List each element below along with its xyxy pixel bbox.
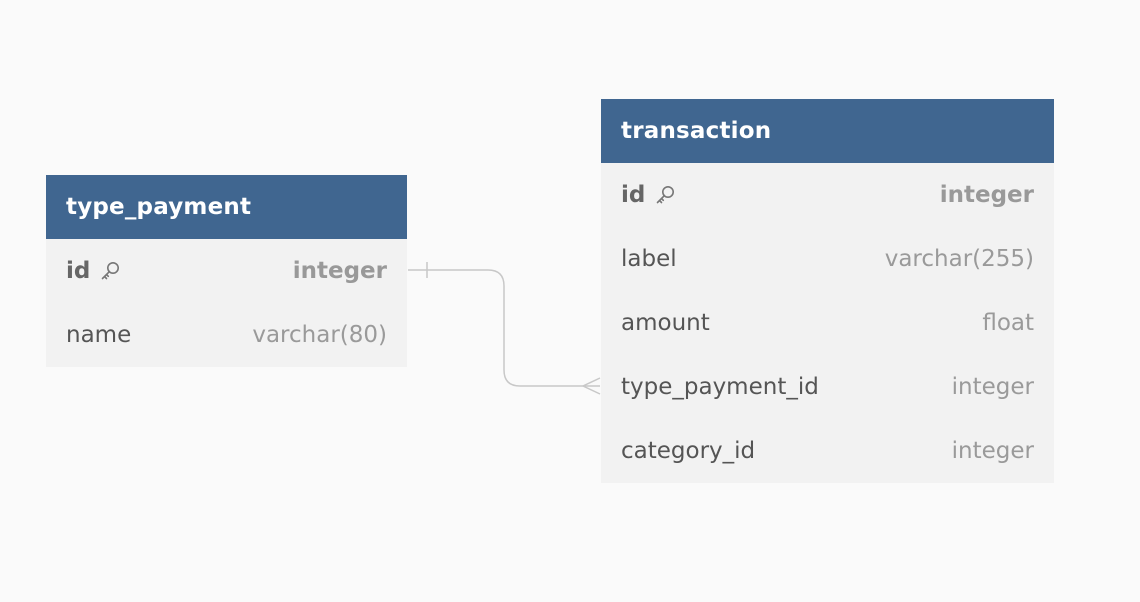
column-name: amount <box>621 310 710 336</box>
column-type: integer <box>951 438 1034 464</box>
table-type-payment[interactable]: type_payment id integer name varchar(80) <box>46 175 407 367</box>
table-transaction[interactable]: transaction id integer label varchar(255… <box>601 99 1054 483</box>
column-name: label <box>621 246 677 272</box>
column-type: integer <box>939 182 1034 208</box>
column-name: name <box>66 322 132 348</box>
key-icon <box>99 260 121 282</box>
column-row-label[interactable]: label varchar(255) <box>601 227 1054 291</box>
column-type: varchar(255) <box>884 246 1034 272</box>
column-row-name[interactable]: name varchar(80) <box>46 303 407 367</box>
column-name: id <box>66 258 91 284</box>
column-row-type-payment-id[interactable]: type_payment_id integer <box>601 355 1054 419</box>
key-icon <box>654 184 676 206</box>
column-type: integer <box>292 258 387 284</box>
table-header[interactable]: transaction <box>601 99 1054 163</box>
relationship-line <box>408 269 600 387</box>
column-type: varchar(80) <box>252 322 387 348</box>
column-row-amount[interactable]: amount float <box>601 291 1054 355</box>
column-row-id[interactable]: id integer <box>601 163 1054 227</box>
table-title: transaction <box>621 118 772 144</box>
column-name: id <box>621 182 646 208</box>
column-name-cell: id <box>66 258 121 284</box>
table-title: type_payment <box>66 194 252 220</box>
column-type: float <box>982 310 1034 336</box>
column-row-id[interactable]: id integer <box>46 239 407 303</box>
many-end-marker <box>581 377 601 395</box>
table-header[interactable]: type_payment <box>46 175 407 239</box>
column-name-cell: id <box>621 182 676 208</box>
column-name: category_id <box>621 438 756 464</box>
column-row-category-id[interactable]: category_id integer <box>601 419 1054 483</box>
column-type: integer <box>951 374 1034 400</box>
column-name: type_payment_id <box>621 374 819 400</box>
